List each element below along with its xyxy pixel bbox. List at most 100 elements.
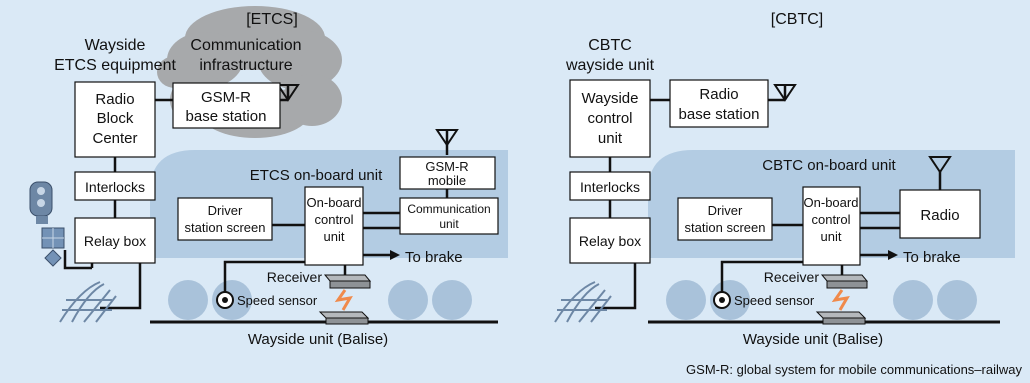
driver-screen-box — [177, 197, 273, 241]
cbtc-title: [CBTC] — [771, 11, 823, 28]
gsmr-base-label-1: GSM-R — [201, 89, 251, 106]
cbtc-speed-sensor-label: Speed sensor — [734, 293, 815, 308]
svg-text:Wayside: Wayside — [582, 90, 639, 107]
cbtc-relay-box-label: Relay box — [579, 233, 641, 249]
svg-text:mobile: mobile — [428, 173, 466, 188]
comm-unit-label-2: unit — [439, 217, 459, 231]
gsmr-base-box — [172, 82, 281, 129]
etcs-panel: Radio Block Center GSM-R base station In… — [29, 6, 508, 348]
gsmr-mobile-label-2: mobile — [428, 173, 466, 188]
svg-text:Driver: Driver — [208, 203, 243, 218]
svg-text:unit: unit — [598, 130, 623, 147]
cbtc-driver-screen-label-1: Driver — [708, 203, 743, 218]
cbtc-receiver-label: Receiver — [764, 269, 820, 285]
svg-text:unit: unit — [324, 229, 345, 244]
cbtc-balise — [815, 311, 867, 325]
rbc-label-3: Center — [92, 130, 137, 147]
onboard-control-label-3: unit — [324, 229, 345, 244]
interlocks-label: Interlocks — [85, 179, 145, 195]
rbc-label-2: Block — [97, 110, 134, 127]
cbtc-driver-screen-label-2: station screen — [685, 220, 766, 235]
comm-unit-box — [399, 197, 499, 235]
cbtc-speed-sensor — [713, 291, 731, 309]
cbtc-base-antenna — [773, 84, 797, 102]
gsmr-mobile-box — [399, 156, 496, 190]
svg-text:GSM-R: GSM-R — [425, 159, 468, 174]
svg-text:base station: base station — [186, 108, 267, 125]
cbtc-signal-zigzag — [831, 289, 850, 311]
rbc-box — [74, 81, 156, 158]
svg-text:control: control — [811, 212, 850, 227]
svg-text:Communication: Communication — [407, 202, 490, 216]
svg-text:Center: Center — [92, 130, 137, 147]
svg-text:unit: unit — [439, 217, 459, 231]
cbtc-radio-antenna — [928, 156, 952, 174]
wheel — [432, 280, 472, 320]
svg-text:GSM-R: GSM-R — [201, 89, 251, 106]
cbtc-receiver — [820, 274, 869, 289]
footnote: GSM-R: global system for mobile communic… — [686, 362, 1022, 377]
wayside-control-label-2: control — [587, 110, 632, 127]
etcs-speed-sensor-label: Speed sensor — [237, 293, 318, 308]
svg-text:station screen: station screen — [685, 220, 766, 235]
svg-text:control: control — [314, 212, 353, 227]
radio-box — [899, 189, 981, 239]
line-cbtc-control-speed — [720, 260, 822, 297]
cbtc-brake-arrowhead — [888, 250, 898, 260]
wayside-equipment-label-2: ETCS equipment — [54, 57, 176, 74]
svg-text:Radio: Radio — [95, 91, 134, 108]
etcs-receiver-label: Receiver — [267, 269, 323, 285]
line-signal — [63, 250, 92, 270]
wayside-control-label-3: unit — [598, 130, 623, 147]
cbtc-onboard-control-label-3: unit — [821, 229, 842, 244]
etcs-title: [ETCS] — [246, 11, 298, 28]
wheel — [168, 280, 208, 320]
comm-infra-label-1: Communication — [190, 37, 301, 54]
svg-text:Radio: Radio — [699, 86, 738, 103]
rbc-label-1: Radio — [95, 91, 134, 108]
cbtc-relay-box — [569, 217, 651, 264]
interlocks-box — [74, 171, 156, 201]
svg-text:On-board: On-board — [307, 195, 362, 210]
svg-text:control: control — [587, 110, 632, 127]
svg-text:unit: unit — [821, 229, 842, 244]
etcs-wayside-unit-label: Wayside unit (Balise) — [248, 331, 388, 348]
wayside-equipment-label-1: Wayside — [85, 37, 146, 54]
svg-text:station screen: station screen — [185, 220, 266, 235]
gsmr-base-label-2: base station — [186, 108, 267, 125]
svg-text:On-board: On-board — [804, 195, 859, 210]
comm-infra-label-2: infrastructure — [199, 57, 292, 74]
cbtc-interlocks-box — [569, 171, 651, 201]
wheel — [893, 280, 933, 320]
line-relay-track — [100, 262, 142, 310]
radio-base-label-2: base station — [679, 106, 760, 123]
relay-box — [74, 217, 156, 264]
etcs-base-antenna — [276, 84, 300, 102]
cbtc-wayside-unit-title-2: wayside unit — [565, 57, 655, 74]
cbtc-onboard-control-box — [802, 186, 861, 266]
svg-text:wayside unit: wayside unit — [565, 57, 655, 74]
svg-text:CBTC: CBTC — [588, 37, 632, 54]
cbtc-to-brake-label: To brake — [903, 249, 961, 266]
line-cbtc-relay-track — [595, 262, 637, 310]
wayside-control-label-1: Wayside — [582, 90, 639, 107]
etcs-speed-sensor — [216, 291, 234, 309]
cbtc-onboard-control-label-1: On-board — [804, 195, 859, 210]
relay-box-label: Relay box — [84, 233, 146, 249]
svg-text:Communication: Communication — [190, 37, 301, 54]
onboard-control-label-1: On-board — [307, 195, 362, 210]
wheel — [666, 280, 706, 320]
cbtc-wayside-unit-label: Wayside unit (Balise) — [743, 331, 883, 348]
onboard-control-box — [304, 186, 364, 266]
wheel — [937, 280, 977, 320]
cbtc-onboard-control-label-2: control — [811, 212, 850, 227]
etcs-receiver — [323, 274, 372, 289]
svg-text:base station: base station — [679, 106, 760, 123]
etcs-balise — [318, 311, 370, 325]
svg-text:ETCS equipment: ETCS equipment — [54, 57, 176, 74]
etcs-to-brake-label: To brake — [405, 249, 463, 266]
cbtc-driver-screen-box — [677, 197, 773, 241]
cbtc-interlocks-label: Interlocks — [580, 179, 640, 195]
line-control-speed — [223, 260, 325, 297]
brake-arrowhead — [390, 250, 400, 260]
